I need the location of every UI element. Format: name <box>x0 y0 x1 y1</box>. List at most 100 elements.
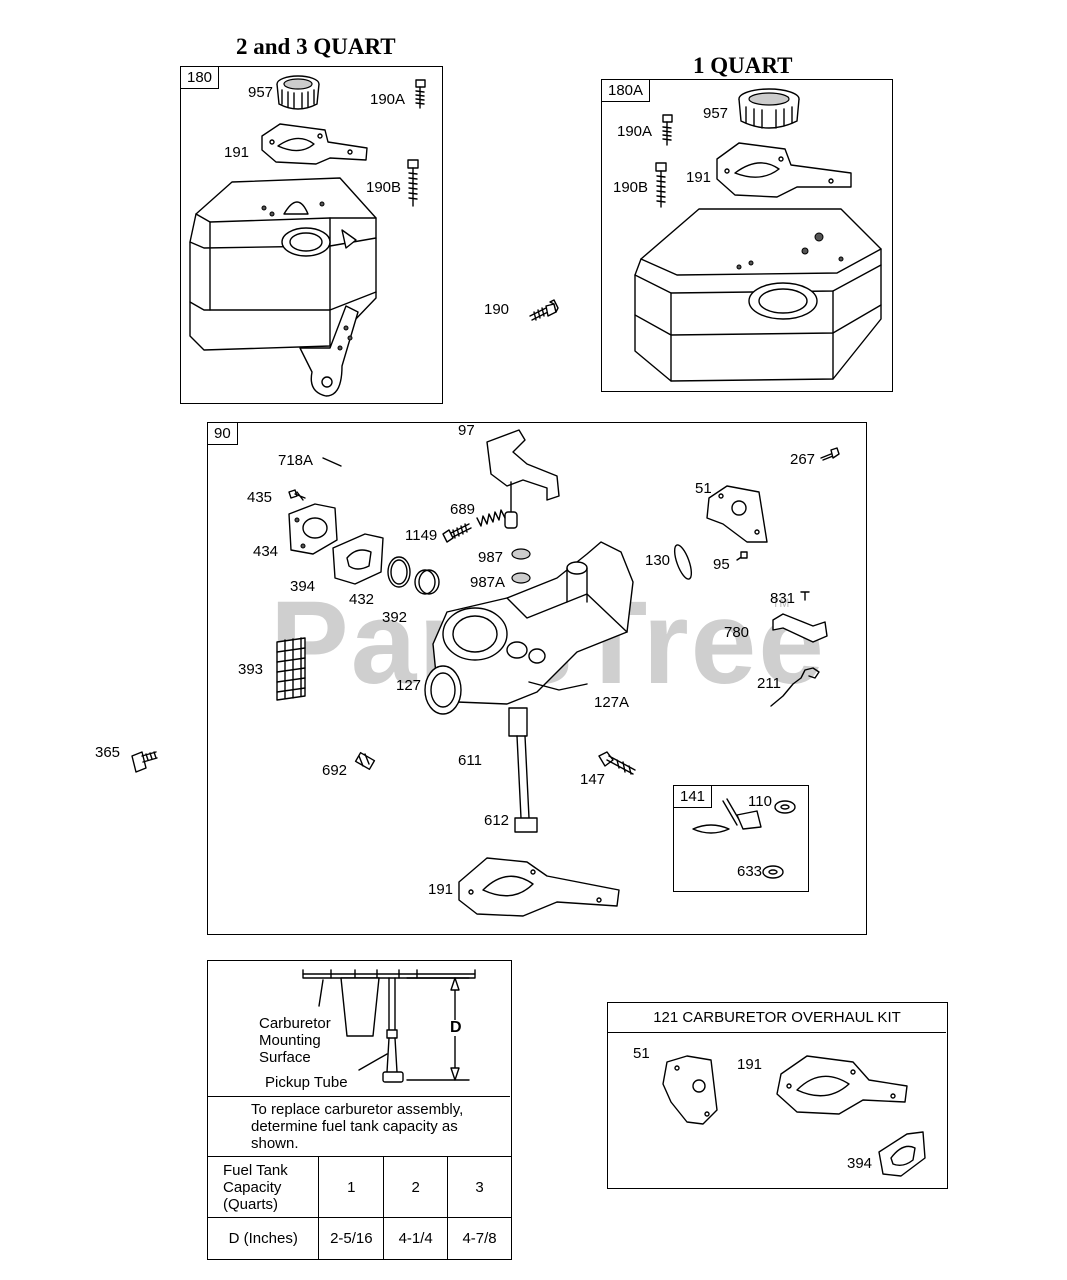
screw-267-icon <box>820 447 840 461</box>
bracket-780-icon <box>772 613 828 643</box>
capacity-3: 3 <box>447 1156 512 1218</box>
fuel-tank-2-3-quart-drawing <box>189 75 426 397</box>
washer-987-icon <box>511 548 531 560</box>
screw-190a-icon <box>662 114 673 146</box>
box-180-fuel-tank: 180 <box>180 66 443 404</box>
choke-141-drawing <box>692 798 796 879</box>
overhaul-kit-title: 121 CARBURETOR OVERHAUL KIT <box>608 1003 946 1033</box>
spring-689-icon <box>476 509 506 527</box>
label-718a: 718A <box>278 452 314 469</box>
label-692: 692 <box>322 762 348 779</box>
label-110: 110 <box>748 793 772 810</box>
capacity-table: Fuel Tank Capacity (Quarts) 1 2 3 D (Inc… <box>206 1156 512 1260</box>
box-180a-tag: 180A <box>601 79 651 102</box>
label-633: 633 <box>737 863 763 880</box>
oring-432-icon <box>387 556 411 588</box>
label-611: 611 <box>458 752 482 769</box>
label-957: 957 <box>703 105 729 122</box>
screw-190b-icon <box>655 162 667 208</box>
label-97: 97 <box>458 422 475 439</box>
screw-831-icon <box>800 591 810 601</box>
label-190: 190 <box>484 301 510 318</box>
label-780: 780 <box>724 624 750 641</box>
d-value-2: 4-1/4 <box>383 1217 449 1260</box>
label-831: 831 <box>770 590 796 607</box>
capacity-header: Fuel Tank Capacity (Quarts) <box>206 1156 320 1218</box>
label-190b: 190B <box>613 179 649 196</box>
box-180a-fuel-tank: 180A <box>601 79 893 392</box>
carburetor-body-icon <box>424 541 634 833</box>
label-kit-191: 191 <box>737 1056 763 1073</box>
cover-plate-434-icon <box>288 503 338 555</box>
screw-190a-icon <box>415 79 426 109</box>
label-pickup-tube: Pickup Tube <box>265 1074 348 1091</box>
jet-692-icon <box>354 751 376 771</box>
bolt-365-icon <box>131 751 158 773</box>
screw-1149-icon <box>442 523 472 543</box>
fuel-tank-body <box>189 177 377 397</box>
spring-211-icon <box>770 667 820 707</box>
label-435: 435 <box>247 489 273 506</box>
choke-shaft-icon <box>722 798 762 830</box>
label-392: 392 <box>382 609 408 626</box>
gasket-191-icon <box>716 142 852 198</box>
screen-393-icon <box>276 637 306 701</box>
fuel-cap-icon <box>276 75 320 110</box>
box-90-carburetor: 90 <box>207 422 867 935</box>
label-191: 191 <box>224 144 250 161</box>
label-267: 267 <box>790 451 816 468</box>
overhaul-kit-drawing <box>662 1055 926 1177</box>
label-127a: 127A <box>594 694 630 711</box>
watermark-tm: TM <box>772 596 790 610</box>
screw-190b-icon <box>407 159 419 207</box>
label-95: 95 <box>713 556 730 573</box>
label-kit-394: 394 <box>847 1155 873 1172</box>
label-987a: 987A <box>470 574 506 591</box>
washer-633-icon <box>762 865 784 879</box>
spring-392-icon <box>414 569 440 595</box>
label-dimension-d: D <box>448 1019 464 1036</box>
box-141-choke: 141 <box>673 785 809 892</box>
label-190a: 190A <box>370 91 406 108</box>
needle-147-icon <box>598 751 636 775</box>
washer-110-icon <box>774 800 796 814</box>
fuel-cap-icon <box>738 88 800 129</box>
capacity-2: 2 <box>383 1156 449 1218</box>
box-180-tag: 180 <box>180 66 220 89</box>
gasket-51-icon <box>662 1055 718 1125</box>
overhaul-kit-box: 121 CARBURETOR OVERHAUL KIT <box>607 1002 948 1189</box>
label-191: 191 <box>686 169 712 186</box>
label-365: 365 <box>95 744 121 761</box>
screw-435-icon <box>288 489 306 501</box>
box-141-tag: 141 <box>673 785 713 808</box>
gasket-191-icon <box>776 1055 908 1115</box>
pin-718a-icon <box>322 457 342 467</box>
label-1149: 1149 <box>405 527 438 544</box>
label-612: 612 <box>484 812 510 829</box>
gasket-191-icon <box>261 123 368 165</box>
label-51: 51 <box>695 480 712 497</box>
label-987: 987 <box>478 549 504 566</box>
label-127: 127 <box>396 677 422 694</box>
title-2-3-quart: 2 and 3 QUART <box>236 34 396 59</box>
label-689: 689 <box>450 501 476 518</box>
diaphragm-394-icon <box>878 1131 926 1177</box>
d-value-3: 4-7/8 <box>447 1217 512 1260</box>
washer-987a-icon <box>511 572 531 584</box>
label-190a: 190A <box>617 123 653 140</box>
fuel-tank-1-quart-drawing <box>634 88 882 382</box>
screw-95-icon <box>736 551 748 561</box>
pickup-tube-diagram <box>302 969 476 1083</box>
d-header: D (Inches) <box>206 1217 320 1260</box>
bolt-190-icon <box>529 299 559 321</box>
label-432: 432 <box>349 591 375 608</box>
label-393: 393 <box>238 661 264 678</box>
title-1-quart: 1 QUART <box>693 53 793 78</box>
fuel-tank-body <box>634 208 882 382</box>
pickup-tube-measurement-box <box>207 960 512 1260</box>
diaphragm-394-icon <box>332 533 384 585</box>
label-147: 147 <box>580 771 606 788</box>
choke-plate-icon <box>692 824 730 834</box>
label-130: 130 <box>645 552 671 569</box>
label-434: 434 <box>253 543 279 560</box>
